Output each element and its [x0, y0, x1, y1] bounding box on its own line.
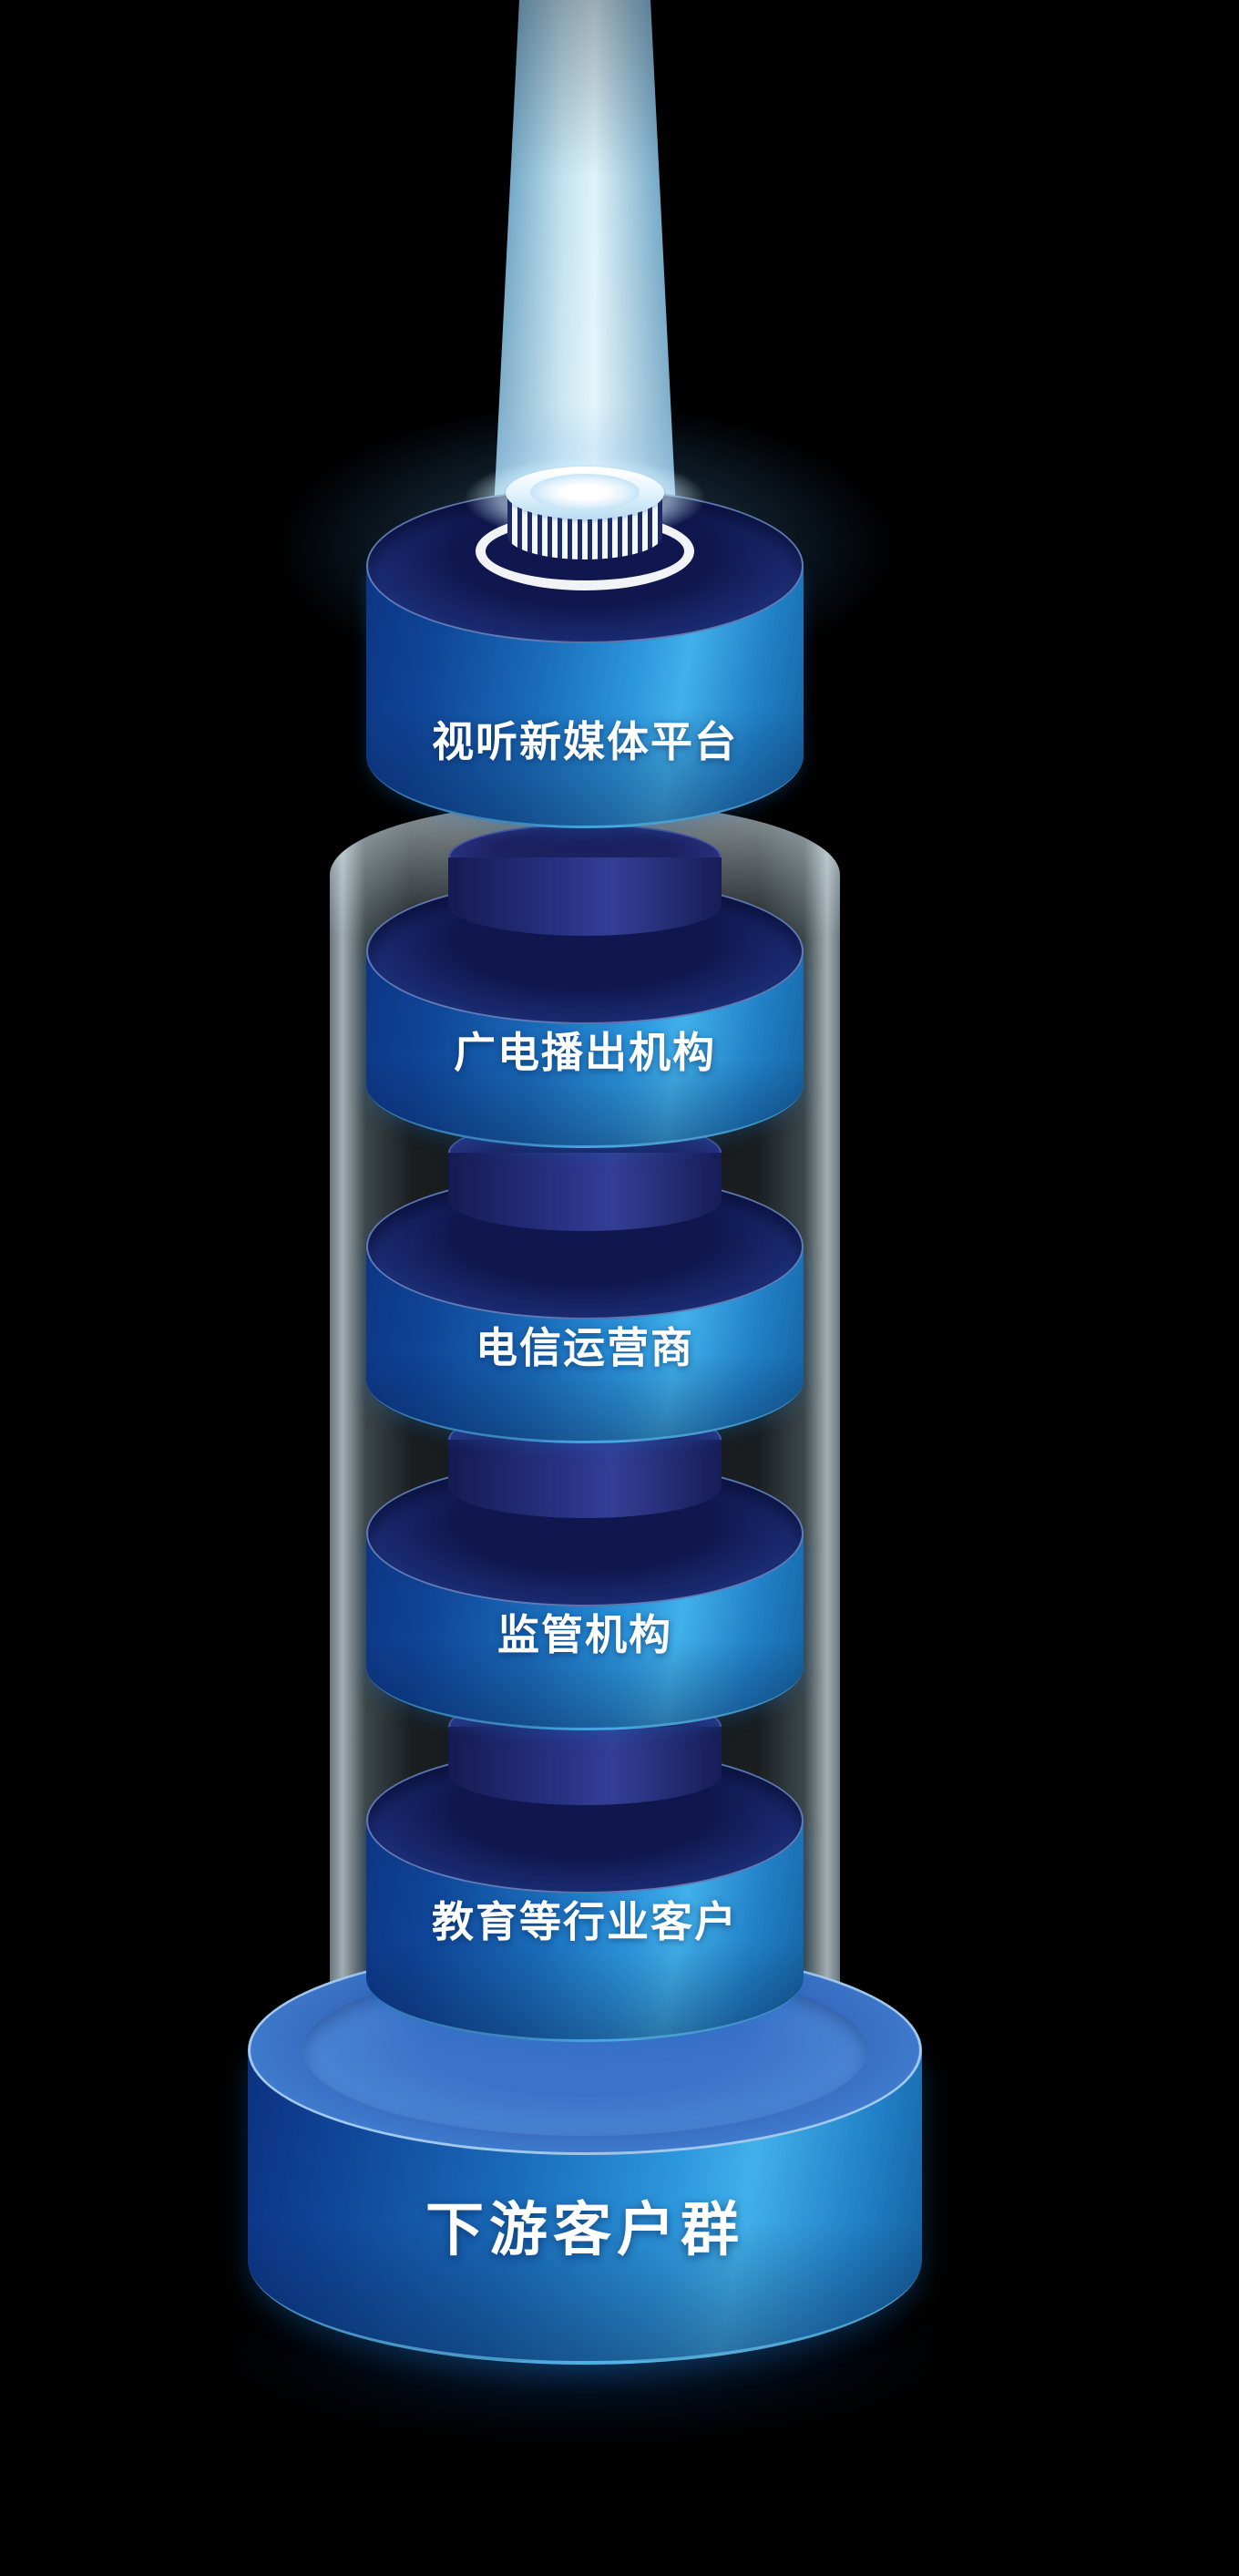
tower-level-label: 电信运营商 — [476, 1324, 694, 1371]
joint-body — [448, 1727, 722, 1805]
tower-level-label: 视听新媒体平台 — [432, 718, 738, 765]
connector-cap-dome — [530, 474, 640, 510]
cylinder-joint — [448, 1119, 722, 1256]
joint-body — [448, 1153, 722, 1231]
tower-level-label: 教育等行业客户 — [432, 1898, 738, 1945]
joint-body — [448, 1440, 722, 1518]
base-label: 下游客户群 — [425, 2197, 744, 2263]
tower-level-label: 监管机构 — [497, 1611, 672, 1658]
light-beam — [494, 0, 676, 510]
joint-body — [448, 857, 722, 936]
tower-level-label: 广电播出机构 — [454, 1029, 716, 1076]
cylinder-joint — [448, 824, 722, 960]
